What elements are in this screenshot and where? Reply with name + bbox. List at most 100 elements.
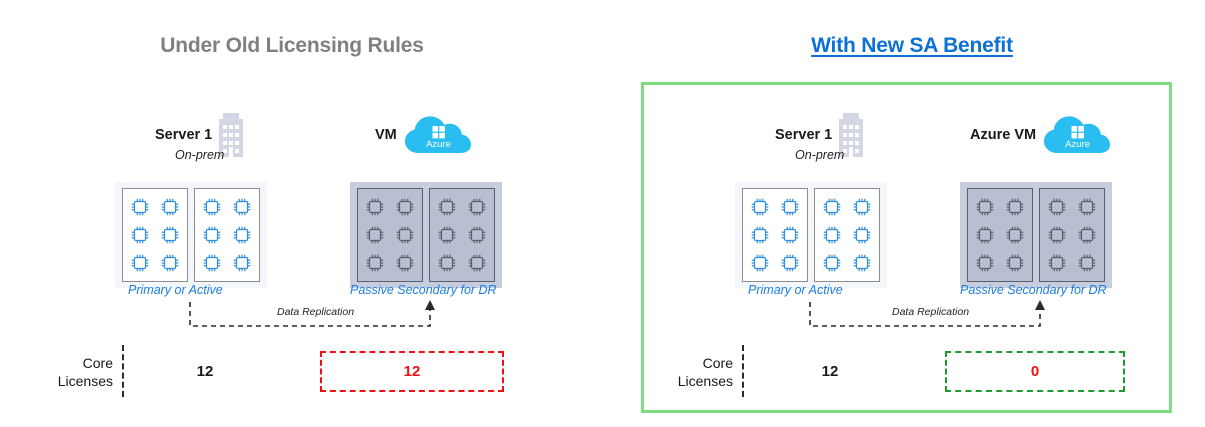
cpu-chip-icon: [781, 198, 799, 216]
core-licenses-label-line1: Core: [702, 355, 733, 371]
cpu-chip-icon: [1048, 226, 1066, 244]
azure-cloud-icon: Azure: [404, 113, 472, 157]
cpu-chip-icon: [396, 198, 414, 216]
sa-benefit-highlight-frame: [641, 82, 1172, 413]
cloud-core-license-box-left: 12: [320, 351, 504, 392]
cpu-chip-icon: [203, 198, 221, 216]
core-licenses-label-left: Core Licenses: [35, 355, 113, 391]
core-licenses-label-line1: Core: [82, 355, 113, 371]
cpu-chip-icon: [161, 198, 179, 216]
azure-cloud-icon: Azure: [1043, 113, 1111, 157]
svg-text:Azure: Azure: [1065, 139, 1090, 150]
onprem-node-label-left: Server 1: [155, 127, 213, 143]
cpu-chip-icon: [976, 226, 994, 244]
cpu-chip-icon: [1048, 198, 1066, 216]
onprem-node-header-right: Server 1: [775, 113, 864, 157]
panel-old-licensing-rules: Under Old Licensing Rules Server 1 On-pr…: [10, 0, 574, 427]
cpu-chip-icon: [1048, 254, 1066, 272]
cpu-chip-icon: [468, 254, 486, 272]
cloud-node-header-right: Azure VM Azure: [970, 113, 1111, 157]
core-card: [1039, 188, 1105, 282]
cpu-chip-icon: [468, 226, 486, 244]
cpu-chip-icon: [366, 254, 384, 272]
onprem-node-label-right: Server 1: [775, 127, 833, 143]
cpu-chip-icon: [976, 254, 994, 272]
cloud-node-label-right: Azure VM: [970, 127, 1037, 143]
cpu-chip-icon: [468, 198, 486, 216]
cpu-chip-icon: [438, 226, 456, 244]
data-replication-label-left: Data Replication: [277, 306, 355, 318]
core-licenses-label-right: Core Licenses: [655, 355, 733, 391]
cpu-chip-icon: [366, 198, 384, 216]
license-divider-left: [122, 345, 124, 397]
core-card: [814, 188, 880, 282]
cpu-chip-icon: [1078, 226, 1096, 244]
cpu-chip-icon: [131, 254, 149, 272]
cpu-chip-icon: [853, 226, 871, 244]
cpu-chip-icon: [823, 254, 841, 272]
cpu-chip-icon: [1078, 198, 1096, 216]
core-licenses-label-line2: Licenses: [677, 372, 733, 389]
cpu-chip-icon: [438, 254, 456, 272]
cpu-chip-icon: [853, 254, 871, 272]
cpu-chip-icon: [1006, 254, 1024, 272]
zone-label-passive-left: Passive Secondary for DR: [350, 283, 497, 297]
cpu-chip-icon: [438, 198, 456, 216]
cpu-chip-icon: [396, 226, 414, 244]
zone-label-primary-left: Primary or Active: [128, 283, 223, 297]
zone-label-passive-right: Passive Secondary for DR: [960, 283, 1107, 297]
cloud-core-block-right: [960, 182, 1112, 288]
panel-title-new-sa-benefit: With New SA Benefit: [811, 34, 1013, 57]
cpu-chip-icon: [233, 254, 251, 272]
core-card: [967, 188, 1033, 282]
cpu-chip-icon: [161, 254, 179, 272]
data-replication-label-right: Data Replication: [892, 306, 970, 318]
cpu-chip-icon: [1006, 226, 1024, 244]
zone-label-primary-right: Primary or Active: [748, 283, 843, 297]
cpu-chip-icon: [781, 254, 799, 272]
core-card: [122, 188, 188, 282]
cloud-core-block-left: [350, 182, 502, 288]
cpu-chip-icon: [131, 198, 149, 216]
onprem-core-block-right: [735, 182, 887, 288]
cpu-chip-icon: [853, 198, 871, 216]
cpu-chip-icon: [751, 226, 769, 244]
core-card: [357, 188, 423, 282]
cpu-chip-icon: [823, 198, 841, 216]
building-icon: [219, 113, 244, 157]
panel-new-sa-benefit: With New SA Benefit Server 1 On-prem Azu…: [630, 0, 1194, 427]
cpu-chip-icon: [396, 254, 414, 272]
cpu-chip-icon: [751, 198, 769, 216]
onprem-node-sublabel-left: On-prem: [175, 148, 225, 162]
cpu-chip-icon: [366, 226, 384, 244]
cpu-chip-icon: [976, 198, 994, 216]
cpu-chip-icon: [751, 254, 769, 272]
cloud-core-license-box-right: 0: [945, 351, 1125, 392]
cpu-chip-icon: [781, 226, 799, 244]
onprem-core-block-left: [115, 182, 267, 288]
svg-text:Azure: Azure: [426, 139, 451, 150]
cpu-chip-icon: [823, 226, 841, 244]
cloud-node-header-left: VM Azure: [375, 113, 472, 157]
data-replication-connector-right: [805, 300, 1050, 330]
onprem-node-sublabel-right: On-prem: [795, 148, 845, 162]
building-icon: [839, 113, 864, 157]
core-card: [742, 188, 808, 282]
cloud-node-label-left: VM: [375, 127, 397, 143]
cpu-chip-icon: [233, 198, 251, 216]
cpu-chip-icon: [203, 254, 221, 272]
core-card: [194, 188, 260, 282]
cpu-chip-icon: [161, 226, 179, 244]
cpu-chip-icon: [131, 226, 149, 244]
cpu-chip-icon: [1006, 198, 1024, 216]
core-card: [429, 188, 495, 282]
data-replication-connector-left: [185, 300, 440, 330]
license-divider-right: [742, 345, 744, 397]
cpu-chip-icon: [203, 226, 221, 244]
onprem-core-license-value-right: 12: [821, 363, 839, 380]
panel-title-old-rules: Under Old Licensing Rules: [160, 34, 424, 57]
onprem-node-header-left: Server 1: [155, 113, 244, 157]
cpu-chip-icon: [233, 226, 251, 244]
core-licenses-label-line2: Licenses: [57, 372, 113, 389]
onprem-core-license-value-left: 12: [196, 363, 214, 380]
